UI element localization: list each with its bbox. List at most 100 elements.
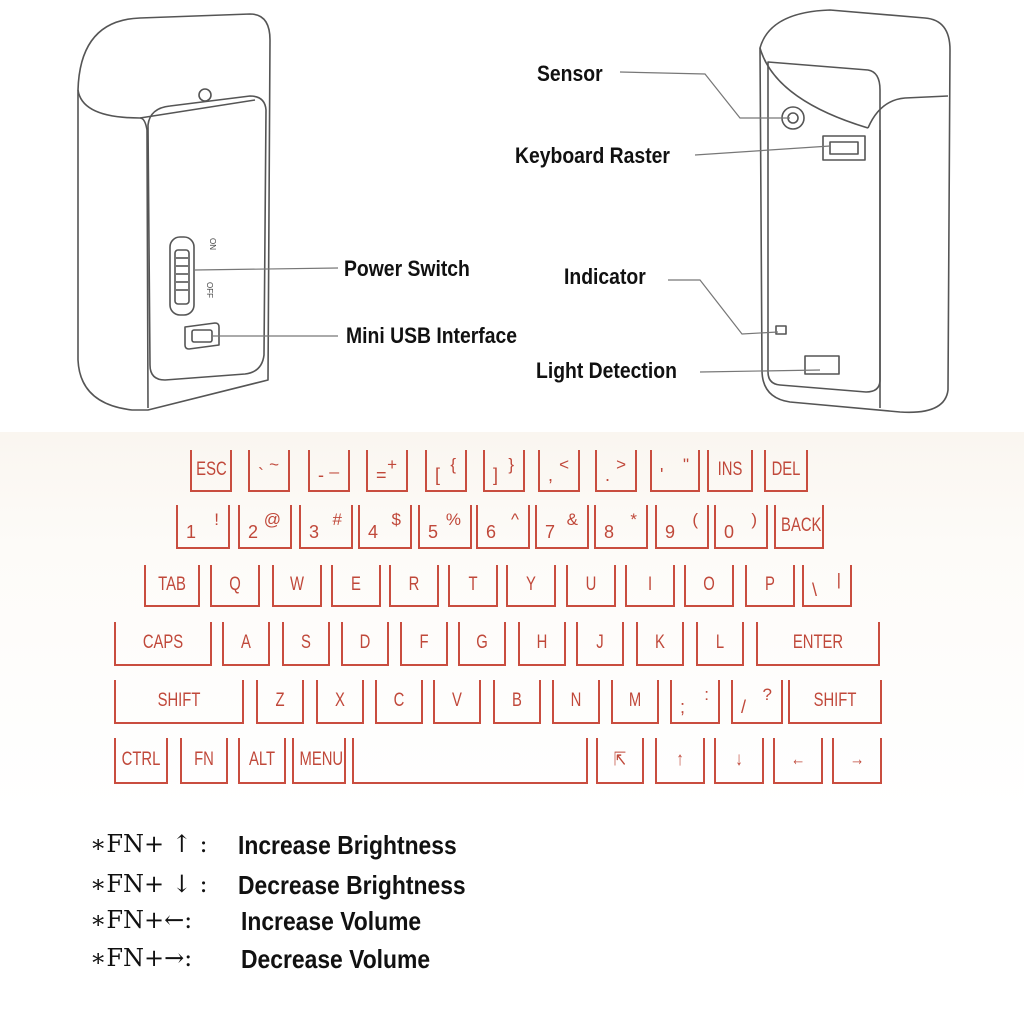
key[interactable]: ⇱ (596, 738, 644, 784)
key-label: ↑ (676, 749, 684, 770)
key[interactable]: P (745, 565, 795, 607)
key-label: SHIFT (813, 690, 857, 711)
key[interactable]: *8 (594, 505, 648, 549)
key-base-symbol: \ (812, 580, 818, 600)
key[interactable]: ?/ (731, 680, 783, 724)
key-label: TAB (158, 574, 186, 595)
key-label: ENTER (792, 632, 844, 653)
key[interactable]: G (458, 622, 506, 666)
key[interactable]: ^6 (476, 505, 530, 549)
key-base-symbol: 1 (186, 522, 197, 542)
key-base-symbol: ] (493, 465, 499, 485)
key[interactable]: A (222, 622, 270, 666)
device-back-view (77, 13, 271, 411)
key-base-symbol: = (376, 465, 387, 485)
key[interactable]: F (400, 622, 448, 666)
key[interactable]: S (282, 622, 330, 666)
key[interactable]: += (366, 450, 408, 492)
key-base-symbol: ' (660, 465, 664, 485)
key-shift-symbol: ? (762, 685, 772, 704)
key[interactable]: (9 (655, 505, 709, 549)
key[interactable]: ← (773, 738, 823, 784)
key[interactable]: D (341, 622, 389, 666)
fn-key-combo: ∗FN+→: (90, 944, 193, 972)
key[interactable]: MENU (292, 738, 346, 784)
key[interactable]: &7 (535, 505, 589, 549)
key[interactable]: L (696, 622, 744, 666)
key[interactable]: ENTER (756, 622, 880, 666)
key[interactable]: Q (210, 565, 260, 607)
key[interactable]: INS (707, 450, 753, 492)
key[interactable]: DEL (764, 450, 808, 492)
key[interactable]: K (636, 622, 684, 666)
key[interactable]: U (566, 565, 616, 607)
key[interactable]: Y (506, 565, 556, 607)
key[interactable]: SHIFT (788, 680, 882, 724)
key[interactable]: ~` (248, 450, 290, 492)
key[interactable]: _- (308, 450, 350, 492)
key-label: Q (229, 574, 241, 595)
key[interactable]: ESC (190, 450, 232, 492)
key-label: N (570, 690, 582, 711)
key-label: ESC (196, 459, 227, 480)
key-label: FN (194, 749, 214, 770)
key[interactable]: N (552, 680, 600, 724)
key[interactable]: X (316, 680, 364, 724)
key-label: CAPS (142, 632, 184, 653)
key[interactable]: T (448, 565, 498, 607)
key-shift-symbol: > (616, 455, 626, 474)
key-shift-symbol: % (445, 510, 461, 529)
key-label: ← (790, 749, 806, 770)
key[interactable]: |\ (802, 565, 852, 607)
key[interactable]: !1 (176, 505, 230, 549)
key[interactable]: :; (670, 680, 720, 724)
key-base-symbol: 4 (368, 522, 379, 542)
key[interactable]: V (433, 680, 481, 724)
key[interactable]: O (684, 565, 734, 607)
key-shift-symbol: # (332, 510, 342, 529)
key[interactable]: W (272, 565, 322, 607)
key[interactable]: SHIFT (114, 680, 244, 724)
key-label: A (241, 632, 251, 653)
key[interactable]: M (611, 680, 659, 724)
key[interactable]: J (576, 622, 624, 666)
key[interactable]: {[ (425, 450, 467, 492)
key[interactable]: TAB (144, 565, 200, 607)
key-shift-symbol: " (682, 455, 689, 474)
key[interactable]: I (625, 565, 675, 607)
key[interactable]: ↑ (655, 738, 705, 784)
key[interactable]: R (389, 565, 439, 607)
key[interactable]: "' (650, 450, 700, 492)
key-label: C (393, 690, 405, 711)
key[interactable]: %5 (418, 505, 472, 549)
key-shift-symbol: | (836, 570, 841, 589)
key[interactable]: >. (595, 450, 637, 492)
key[interactable]: <, (538, 450, 580, 492)
key[interactable]: CAPS (114, 622, 212, 666)
key[interactable]: H (518, 622, 566, 666)
key[interactable]: )0 (714, 505, 768, 549)
key[interactable]: CTRL (114, 738, 168, 784)
key[interactable]: $4 (358, 505, 412, 549)
key-base-symbol: 5 (428, 522, 439, 542)
key-label: MENU (299, 749, 344, 770)
key[interactable]: → (832, 738, 882, 784)
key-label: X (335, 690, 345, 711)
key[interactable]: @2 (238, 505, 292, 549)
fn-key-combo: ∗FN+←: (90, 906, 193, 934)
key[interactable]: BACK (774, 505, 824, 549)
key[interactable]: ALT (238, 738, 286, 784)
key-base-symbol: ` (258, 465, 264, 485)
key[interactable]: #3 (299, 505, 353, 549)
key[interactable]: E (331, 565, 381, 607)
key-shift-symbol: ) (751, 510, 757, 529)
key-label: I (647, 574, 653, 595)
key[interactable]: Z (256, 680, 304, 724)
key-label: ALT (248, 749, 276, 770)
key[interactable]: B (493, 680, 541, 724)
key[interactable]: }] (483, 450, 525, 492)
key[interactable]: ↓ (714, 738, 764, 784)
key[interactable] (352, 738, 588, 784)
key[interactable]: FN (180, 738, 228, 784)
key[interactable]: C (375, 680, 423, 724)
